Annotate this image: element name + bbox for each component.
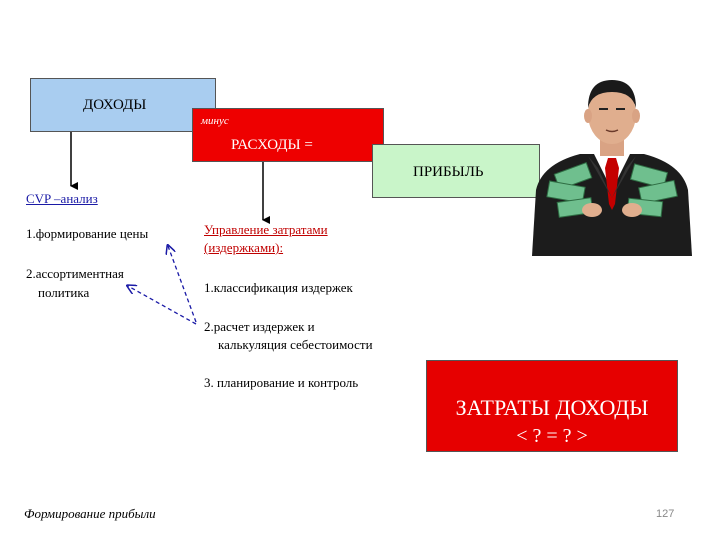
cvp-item-assortment: 2.ассортиментная (26, 266, 124, 281)
income-box: ДОХОДЫ (30, 78, 216, 132)
dashed-arrow-to-pricing (168, 246, 197, 323)
dashed-arrow-to-assortment (128, 286, 197, 325)
question-box-formula: < ? = ? > (516, 425, 588, 447)
expenses-box: минус РАСХОДЫ = (192, 108, 384, 162)
cost-management-title: Управление затратами (204, 222, 328, 237)
cost-item-calculation: 2.расчет издержек и (204, 319, 315, 334)
cost-management-title-cont: (издержками): (204, 240, 284, 255)
cost-item-calculation-cont: калькуляция себестоимости (218, 337, 373, 352)
businessman-holding-money-icon (532, 80, 692, 256)
question-box-title: ЗАТРАТЫ ДОХОДЫ (455, 395, 649, 420)
profit-box: ПРИБЫЛЬ (372, 144, 540, 198)
cvp-item-pricing: 1.формирование цены (26, 226, 149, 241)
cost-item-planning: 3. планирование и контроль (204, 375, 359, 390)
page-number: 127 (656, 508, 675, 520)
income-label: ДОХОДЫ (83, 97, 147, 113)
minus-label: минус (201, 115, 229, 127)
expenses-label: РАСХОДЫ = (231, 137, 313, 153)
cvp-title: CVP –анализ (26, 191, 98, 206)
cvp-item-assortment-cont: политика (38, 285, 90, 300)
profit-label: ПРИБЫЛЬ (413, 164, 484, 180)
cost-item-classification: 1.классификация издержек (204, 280, 353, 295)
footer-title: Формирование прибыли (24, 506, 156, 521)
costs-income-question-box: ЗАТРАТЫ ДОХОДЫ < ? = ? > (426, 360, 678, 452)
